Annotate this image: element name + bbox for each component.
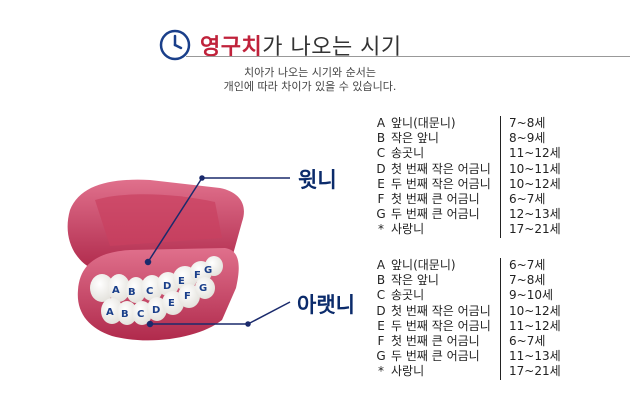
tooth-letter: D <box>376 161 386 176</box>
eruption-age: 10~11세 <box>500 161 579 177</box>
tooth-letter: E <box>377 176 385 191</box>
table-row: C 송곳니 9~10세 <box>373 288 579 304</box>
eruption-age: 8~9세 <box>500 131 579 147</box>
table-row: * 사랑니 17~21세 <box>373 364 579 380</box>
eruption-age: 17~21세 <box>500 364 579 380</box>
tooth-letter: D <box>376 303 386 318</box>
tooth-name: 첫 번째 작은 어금니 <box>391 303 491 318</box>
table-row: D 첫 번째 작은 어금니 10~12세 <box>373 303 579 319</box>
tooth-name: 송곳니 <box>391 146 425 161</box>
title-highlight: 영구치 <box>200 35 263 60</box>
lower-tooth-letter: D <box>152 305 160 316</box>
eruption-age: 12~13세 <box>500 207 579 223</box>
tooth-letter: B <box>376 273 386 288</box>
lower-teeth-label: 아랫니 <box>297 293 355 317</box>
tooth-letter: C <box>376 146 386 161</box>
eruption-age: 6~7세 <box>500 333 579 350</box>
tooth-name: 작은 앞니 <box>391 273 439 288</box>
upper-teeth <box>90 256 223 303</box>
tooth-name: 두 번째 작은 어금니 <box>391 176 491 191</box>
tooth-name: 첫 번째 큰 어금니 <box>391 191 480 206</box>
eruption-age: 11~12세 <box>500 146 579 162</box>
eruption-age: 7~8세 <box>500 273 579 289</box>
lower-tooth-letter: C <box>137 309 144 320</box>
eruption-age: 17~21세 <box>500 222 579 238</box>
tooth-name: 두 번째 큰 어금니 <box>391 349 480 364</box>
tooth-letter: * <box>378 364 384 379</box>
upper-tooth-letter: D <box>163 281 171 292</box>
title-divider <box>186 56 630 57</box>
eruption-age: 11~12세 <box>500 318 579 334</box>
tooth-name: 작은 앞니 <box>391 131 439 146</box>
tooth-name: 두 번째 작은 어금니 <box>391 318 491 333</box>
tooth-letter: E <box>377 318 385 333</box>
lower-tooth-letter: E <box>168 298 175 309</box>
eruption-age: 7~8세 <box>500 116 579 132</box>
tooth-name: 앞니(대문니) <box>391 116 456 130</box>
eruption-age: 10~12세 <box>500 176 579 192</box>
table-row: C 송곳니 11~12세 <box>373 146 579 162</box>
table-row: E 두 번째 작은 어금니 11~12세 <box>373 318 579 334</box>
tooth-letter: * <box>378 222 384 237</box>
table-row: * 사랑니 17~21세 <box>373 222 579 238</box>
upper-tooth-letter: C <box>146 286 153 297</box>
lower-tooth-letter: B <box>121 309 129 320</box>
table-row: F 첫 번째 큰 어금니 6~7세 <box>373 333 579 350</box>
table-row: A 앞니(대문니) 7~8세 <box>373 116 579 132</box>
table-row: A 앞니(대문니) 6~7세 <box>373 258 579 274</box>
tooth-letter: C <box>376 288 386 303</box>
lower-tooth-letter: A <box>106 307 114 318</box>
table-row: B 작은 앞니 7~8세 <box>373 273 579 289</box>
upper-tooth-letter: F <box>194 270 201 281</box>
upper-teeth-label: 윗니 <box>298 168 337 192</box>
tooth-name: 두 번째 큰 어금니 <box>391 207 480 222</box>
eruption-age: 6~7세 <box>500 258 579 274</box>
lower-teeth-table: A 앞니(대문니) 6~7세 B 작은 앞니 7~8세 C 송곳니 9~10세 D 첫 번째 작은 … <box>373 258 579 380</box>
eruption-age: 9~10세 <box>500 288 579 304</box>
tooth-letter: F <box>377 333 385 348</box>
tooth-name: 첫 번째 작은 어금니 <box>391 161 491 176</box>
tooth-letter: F <box>377 191 385 206</box>
tooth-letter: G <box>376 349 386 364</box>
tooth-name: 앞니(대문니) <box>391 258 456 272</box>
upper-palate <box>95 194 222 246</box>
lower-teeth <box>101 277 215 325</box>
clock-icon <box>159 29 191 61</box>
eruption-age: 6~7세 <box>500 191 579 208</box>
title-rest: 가 나오는 시기 <box>262 35 402 60</box>
page-title: 영구치가 나오는 시기 <box>200 29 402 61</box>
eruption-age: 11~13세 <box>500 349 579 365</box>
lower-tooth-letter: F <box>184 291 191 302</box>
table-row: F 첫 번째 큰 어금니 6~7세 <box>373 191 579 208</box>
eruption-age: 10~12세 <box>500 303 579 319</box>
table-row: D 첫 번째 작은 어금니 10~11세 <box>373 161 579 177</box>
upper-tooth-letter: B <box>128 287 136 298</box>
tooth-name: 사랑니 <box>391 364 425 379</box>
subtitle-line-1: 치아가 나오는 시기와 순서는 <box>244 66 376 79</box>
upper-tooth-letter: G <box>204 265 212 276</box>
lower-tooth-letter: G <box>199 283 207 294</box>
tooth-letter: A <box>376 258 386 272</box>
title-block: 영구치가 나오는 시기 <box>158 28 402 62</box>
leader-lines <box>144 175 291 328</box>
tooth-letter: A <box>376 116 386 130</box>
upper-tooth-letter: E <box>178 276 185 287</box>
tooth-name: 첫 번째 큰 어금니 <box>391 333 480 348</box>
tooth-letter: B <box>376 131 386 146</box>
table-row: E 두 번째 작은 어금니 10~12세 <box>373 176 579 192</box>
tooth-name: 사랑니 <box>391 222 425 237</box>
upper-teeth-table: A 앞니(대문니) 7~8세 B 작은 앞니 8~9세 C 송곳니 11~12세 D 첫 번째 작은… <box>373 116 579 238</box>
upper-tooth-letter: A <box>112 285 120 296</box>
table-row: G 두 번째 큰 어금니 11~13세 <box>373 349 579 365</box>
subtitle-line-2: 개인에 따라 차이가 있을 수 있습니다. <box>223 80 397 93</box>
tooth-name: 송곳니 <box>391 288 425 303</box>
table-row: G 두 번째 큰 어금니 12~13세 <box>373 207 579 223</box>
tooth-letter: G <box>376 207 386 222</box>
table-row: B 작은 앞니 8~9세 <box>373 131 579 147</box>
